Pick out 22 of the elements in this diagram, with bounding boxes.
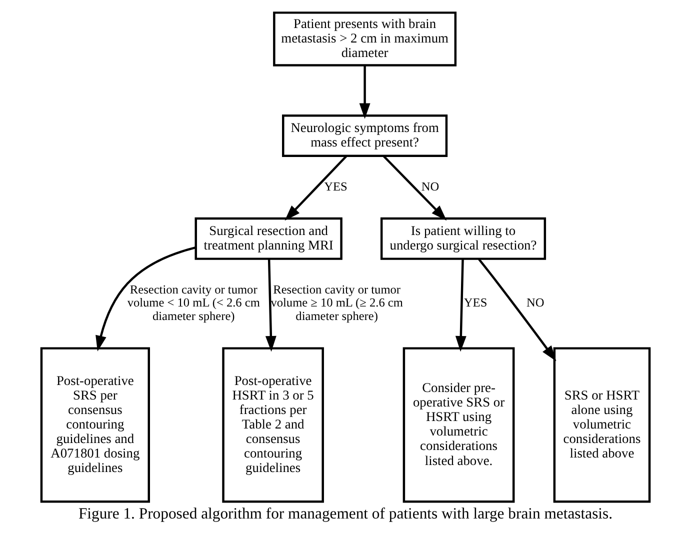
edge-label: Resection cavity or tumor volume ≥ 10 mL (≥ 2.6 cm diameter sphere) (270, 282, 403, 324)
node-box: SRS or HSRT alone using volumetric considerations listed above (553, 347, 651, 503)
edge-label: YES (464, 296, 488, 310)
arrow (478, 258, 556, 362)
edge-label: NO (526, 296, 544, 310)
edge-label: NO (421, 179, 440, 194)
node-box: Post-operative SRS per consensus contouring guidelines and A071801 dosing guidelines (40, 347, 150, 503)
node-box: Neurologic symptoms from mass effect present? (282, 114, 448, 157)
arrow (96, 246, 196, 352)
edge-label: Resection cavity or tumor volume < 10 mL (< 2.6 cm diameter sphere) (127, 282, 260, 324)
arrow (284, 156, 348, 221)
edge-label: YES (324, 179, 348, 194)
arrow (382, 156, 447, 221)
arrow (455, 259, 466, 352)
node-box: Patient presents with brain metastasis > 2 cm in maximum diameter (273, 12, 457, 66)
node-box: Post-operative HSRT in 3 or 5 fractions per Table 2 and consensus contouring guidelines (222, 347, 324, 503)
caption: Figure 1. Proposed algorithm for management of patients with large brain metastasis. (78, 506, 613, 523)
node-box: Surgical resection and treatment planning MRI (194, 217, 342, 260)
arrow (359, 65, 370, 119)
arrow (265, 259, 276, 352)
node-box: Consider pre-operative SRS or HSRT using volumetric considerations listed above. (402, 347, 515, 503)
node-box: Is patient willing to undergo surgical resection? (380, 217, 546, 260)
